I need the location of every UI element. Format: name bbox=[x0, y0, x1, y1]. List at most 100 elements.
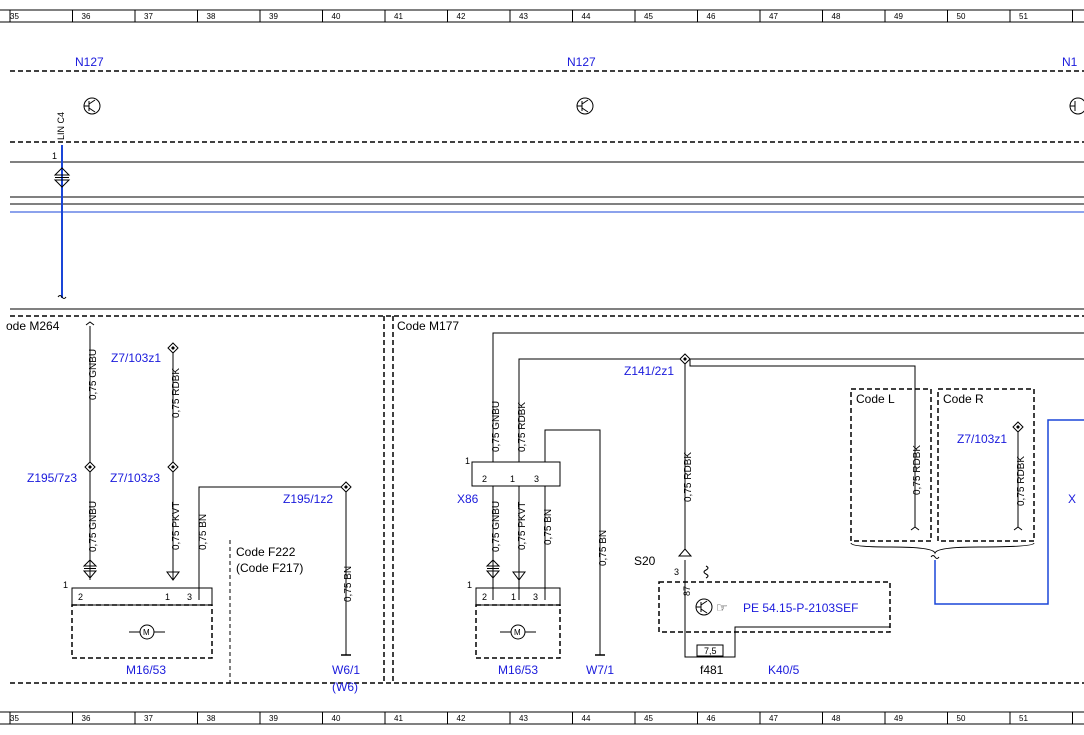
code-l-label: Code L bbox=[856, 392, 895, 406]
transistor-icon bbox=[1069, 97, 1084, 115]
s20-pin-label: 3 bbox=[674, 567, 679, 577]
lin-pin-1: 1 bbox=[52, 151, 57, 161]
splice-icon bbox=[167, 342, 179, 354]
grid-bottom-label: 36 bbox=[82, 714, 91, 723]
connector-icon bbox=[166, 571, 180, 581]
brace-icon bbox=[850, 542, 1035, 555]
splice-icon bbox=[84, 461, 96, 473]
s20-label: S20 bbox=[634, 554, 656, 568]
wire-break-icon bbox=[930, 555, 940, 559]
motor-icon: M bbox=[500, 624, 536, 640]
n127-label-b: N127 bbox=[567, 55, 596, 69]
pin-label: 2 bbox=[482, 592, 487, 602]
m16-53-connector-frame bbox=[71, 587, 213, 606]
connector-icon bbox=[485, 559, 501, 579]
wire-end-icon bbox=[1013, 526, 1023, 531]
code-m264-label: ode M264 bbox=[6, 319, 60, 333]
ground-label-w6-1: W6/1 bbox=[332, 663, 360, 677]
grid-top-label: 48 bbox=[832, 12, 841, 21]
connector-icon bbox=[512, 571, 526, 581]
grid-bottom-label: 45 bbox=[644, 714, 653, 723]
grid-bottom-label: 39 bbox=[269, 714, 278, 723]
transistor-icon bbox=[576, 97, 594, 115]
pe-reference-link[interactable]: PE 54.15-P-2103SEF bbox=[743, 601, 858, 615]
code-f222-label: Code F222 bbox=[236, 545, 296, 559]
wire-label: 0,75 BN bbox=[343, 566, 354, 602]
wire-label: 0,75 GNBU bbox=[491, 501, 502, 552]
grid-bottom-label: 35 bbox=[10, 714, 19, 723]
grid-top-label: 45 bbox=[644, 12, 653, 21]
wire-label: 0,75 GNBU bbox=[88, 349, 99, 400]
code-m177-label: Code M177 bbox=[397, 319, 459, 333]
pin-label: 1 bbox=[467, 580, 472, 590]
x86-label: X86 bbox=[457, 492, 479, 506]
wire-label: 0,75 RDBK bbox=[1016, 456, 1027, 506]
pin-label: 1 bbox=[63, 580, 68, 590]
wire-label: 0,75 PKVT bbox=[171, 502, 182, 550]
motor-icon: M bbox=[129, 624, 165, 640]
n127-label-c: N1 bbox=[1062, 55, 1078, 69]
grid-bottom-label: 42 bbox=[457, 714, 466, 723]
splice-label-z7-103z1: Z7/103z1 bbox=[111, 351, 161, 365]
grid-top-label: 38 bbox=[207, 12, 216, 21]
grid-bottom-label: 37 bbox=[144, 714, 153, 723]
m16-53-connector-frame bbox=[475, 587, 561, 606]
pin-label: 2 bbox=[482, 474, 487, 484]
grid-top-label: 37 bbox=[144, 12, 153, 21]
grid-top-label: 35 bbox=[10, 12, 19, 21]
wire-rdbk-top bbox=[518, 358, 1084, 462]
wire-label: 0,75 GNBU bbox=[88, 501, 99, 552]
pin-label: 3 bbox=[534, 474, 539, 484]
m16-53-label: M16/53 bbox=[126, 663, 166, 677]
grid-top-label: 39 bbox=[269, 12, 278, 21]
grid-top-label: 42 bbox=[457, 12, 466, 21]
grid-bottom-label: 44 bbox=[582, 714, 591, 723]
wire-label: 0,75 RDBK bbox=[912, 445, 923, 495]
f481-label: f481 bbox=[700, 663, 724, 677]
wire-label: 0,75 BN bbox=[198, 514, 209, 550]
wire-label: 0,75 BN bbox=[598, 530, 609, 566]
grid-top-label: 36 bbox=[82, 12, 91, 21]
pin-label: 3 bbox=[187, 592, 192, 602]
grid-bottom-label: 47 bbox=[769, 714, 778, 723]
splice-icon bbox=[679, 353, 691, 365]
splice-label-z7-103z3: Z7/103z3 bbox=[110, 471, 160, 485]
splice-label-z141-2z1: Z141/2z1 bbox=[624, 364, 674, 378]
grid-top-label: 50 bbox=[957, 12, 966, 21]
connector-icon bbox=[677, 548, 693, 557]
grid-top-label: 51 bbox=[1019, 12, 1028, 21]
wire-bn-w7 bbox=[544, 429, 601, 655]
wire-break-icon bbox=[57, 295, 67, 299]
pin-label: 2 bbox=[78, 592, 83, 602]
splice-icon bbox=[167, 461, 179, 473]
m16-53-module-box bbox=[71, 604, 213, 659]
grid-top-label: 46 bbox=[707, 12, 716, 21]
svg-text:M: M bbox=[514, 628, 521, 637]
fuse-icon bbox=[696, 644, 724, 657]
grid-bottom-label: 41 bbox=[394, 714, 403, 723]
splice-label-z195-1z2: Z195/1z2 bbox=[283, 492, 333, 506]
wire-end-icon bbox=[910, 526, 920, 531]
connector-icon bbox=[53, 167, 71, 188]
wire-gnbu-top bbox=[492, 332, 1084, 462]
splice-icon bbox=[340, 481, 352, 493]
code-l-box bbox=[850, 388, 932, 542]
m16-53-module-box bbox=[475, 604, 561, 659]
wire-label: 0,75 PKVT bbox=[517, 502, 528, 550]
ground-label-w7-1: W7/1 bbox=[586, 663, 614, 677]
grid-bottom-label: 40 bbox=[332, 714, 341, 723]
k40-5-label: K40/5 bbox=[768, 663, 800, 677]
pointing-hand-icon[interactable]: ☞ bbox=[716, 600, 728, 615]
code-r-box bbox=[937, 388, 1035, 542]
k40-5-module-box bbox=[658, 581, 891, 633]
splice-label-z195-7z3: Z195/7z3 bbox=[27, 471, 77, 485]
connector-icon bbox=[82, 559, 98, 579]
transistor-icon bbox=[83, 97, 101, 115]
wire-end-icon bbox=[85, 321, 95, 326]
wire-blue-right bbox=[934, 419, 1084, 605]
grid-bottom-label: 49 bbox=[894, 714, 903, 723]
fuse-value: 7,5 bbox=[704, 646, 717, 656]
wire-fuse bbox=[684, 626, 890, 658]
